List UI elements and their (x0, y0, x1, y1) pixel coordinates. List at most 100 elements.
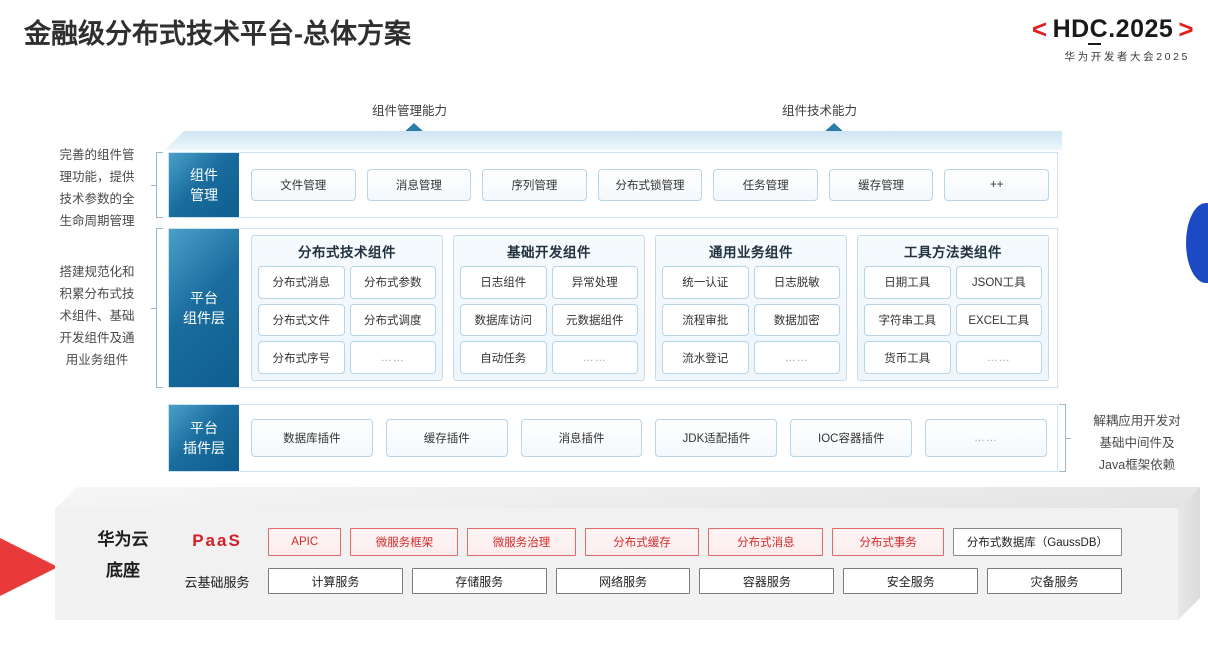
group-utility-methods: 工具方法类组件 日期工具 JSON工具 字符串工具 EXCEL工具 货币工具 …… (857, 235, 1049, 381)
chip-component-management-5[interactable]: 缓存管理 (828, 169, 934, 201)
bracket-left-component-management (151, 152, 163, 218)
chip-group2-4[interactable]: 流水登记 (662, 341, 749, 374)
base-body (55, 508, 1178, 620)
chip-plugin-2[interactable]: 消息插件 (520, 419, 643, 457)
chip-paas-1[interactable]: 微服务框架 (350, 528, 459, 556)
chip-group1-0[interactable]: 日志组件 (460, 266, 547, 299)
chip-component-management-1[interactable]: 消息管理 (366, 169, 472, 201)
chip-group3-4[interactable]: 货币工具 (864, 341, 951, 374)
chip-paas-6[interactable]: 分布式数据库（GaussDB） (952, 528, 1122, 556)
side-note-left-top: 完善的组件管 理功能，提供 技术参数的全 生命周期管理 (36, 145, 158, 233)
group-grid: 日志组件 异常处理 数据库访问 元数据组件 自动任务 …… (460, 266, 638, 374)
base-title-line: 底座 (106, 561, 140, 581)
chip-cloud-1[interactable]: 存储服务 (411, 568, 547, 594)
chip-paas-2[interactable]: 微服务治理 (467, 528, 576, 556)
chip-paas-0[interactable]: APIC (268, 528, 342, 556)
chip-group0-4[interactable]: 分布式序号 (258, 341, 345, 374)
chip-group1-3[interactable]: 元数据组件 (551, 303, 638, 337)
group-title: 分布式技术组件 (298, 245, 396, 260)
side-note-line: 用业务组件 (65, 352, 129, 367)
chip-paas-4[interactable]: 分布式消息 (708, 528, 824, 556)
hdc-logo-subtitle: 华为开发者大会2025 (1064, 51, 1190, 63)
chip-plugin-4[interactable]: IOC容器插件 (790, 419, 913, 457)
chip-group3-1[interactable]: JSON工具 (955, 266, 1042, 299)
cloud-chip-list: 计算服务 存储服务 网络服务 容器服务 安全服务 灾备服务 (268, 568, 1122, 594)
row-label-line: 管理 (190, 187, 218, 203)
chip-component-management-2[interactable]: 序列管理 (482, 169, 587, 201)
chip-group0-5[interactable]: …… (349, 341, 436, 374)
paas-chip-list: APIC 微服务框架 微服务治理 分布式缓存 分布式消息 分布式事务 分布式数据… (268, 528, 1122, 556)
bracket-left-platform-component (151, 228, 163, 388)
base-title-line: 华为云 (97, 530, 149, 549)
chip-group1-2[interactable]: 数据库访问 (460, 303, 547, 337)
chip-paas-5[interactable]: 分布式事务 (832, 528, 944, 556)
group-grid: 统一认证 日志脱敏 流程审批 数据加密 流水登记 …… (662, 266, 840, 374)
side-note-line: Java框架依赖 (1098, 457, 1176, 472)
arrow-label-component-technology: 组件技术能力 (782, 104, 858, 118)
hdc-logo-text: HDC.2025 (1052, 15, 1174, 45)
chip-group3-5[interactable]: …… (955, 341, 1042, 374)
chip-cloud-0[interactable]: 计算服务 (268, 568, 403, 594)
side-note-line: 完善的组件管 (59, 148, 135, 162)
chip-cloud-5[interactable]: 灾备服务 (987, 568, 1122, 594)
chip-plugin-0[interactable]: 数据库插件 (251, 419, 373, 457)
row-label-line: 平台 (190, 289, 218, 306)
chip-group3-2[interactable]: 字符串工具 (864, 303, 951, 337)
chip-component-management-6[interactable]: ++ (944, 169, 1050, 201)
blue-lens-decoration (1186, 203, 1208, 283)
bracket-right-plugin-layer (1059, 404, 1071, 472)
row-component-management: 组件 管理 文件管理 消息管理 序列管理 分布式锁管理 任务管理 缓存管理 ++ (168, 152, 1058, 218)
chip-group3-3[interactable]: EXCEL工具 (955, 303, 1042, 337)
paas-label: PaaS (192, 531, 242, 550)
chip-group2-3[interactable]: 数据加密 (753, 303, 840, 337)
hdc-underline-accent (1087, 43, 1101, 45)
hdc-logo-label: HDC.2025 (1052, 15, 1174, 43)
chip-plugin-1[interactable]: 缓存插件 (385, 419, 508, 457)
chip-group3-0[interactable]: 日期工具 (864, 266, 951, 299)
plugin-chip-list: 数据库插件 缓存插件 消息插件 JDK适配插件 IOC容器插件 …… (251, 405, 1047, 471)
left-angle-bracket-icon: < (1031, 14, 1048, 44)
side-note-line: 积累分布式技 (59, 286, 135, 301)
chip-group0-2[interactable]: 分布式文件 (258, 303, 345, 337)
side-note-line: 搭建规范化和 (59, 265, 135, 279)
chip-component-management-3[interactable]: 分布式锁管理 (597, 169, 703, 201)
row-platform-component-layer: 平台 组件层 分布式技术组件 分布式消息 分布式参数 分布式文件 分布式调度 分… (168, 228, 1058, 388)
chip-group1-5[interactable]: …… (551, 341, 638, 374)
chip-group1-4[interactable]: 自动任务 (460, 341, 547, 374)
group-common-business: 通用业务组件 统一认证 日志脱敏 流程审批 数据加密 流水登记 …… (655, 235, 847, 381)
group-distributed-tech: 分布式技术组件 分布式消息 分布式参数 分布式文件 分布式调度 分布式序号 …… (251, 235, 443, 381)
side-note-line: 理功能，提供 (59, 169, 135, 184)
chip-group2-0[interactable]: 统一认证 (662, 266, 749, 299)
base-title: 华为云 底座 (68, 524, 178, 587)
chip-group2-5[interactable]: …… (753, 341, 840, 374)
chip-group2-1[interactable]: 日志脱敏 (753, 266, 840, 299)
hdc-logo-main: < HDC.2025 > (1032, 14, 1194, 45)
row-label-platform-component-layer: 平台 组件层 (169, 229, 239, 387)
chip-group0-0[interactable]: 分布式消息 (258, 266, 345, 299)
cloud-infrastructure-label: 云基础服务 (184, 575, 250, 590)
chip-cloud-2[interactable]: 网络服务 (555, 568, 691, 594)
chip-group0-1[interactable]: 分布式参数 (349, 266, 436, 299)
chip-plugin-5[interactable]: …… (925, 419, 1047, 457)
side-note-line: 技术参数的全 (59, 191, 135, 206)
side-note-line: 术组件、基础 (59, 308, 135, 323)
chip-component-management-4[interactable]: 任务管理 (713, 169, 818, 201)
side-note-line: 基础中间件及 (1099, 435, 1175, 450)
hdc-logo: < HDC.2025 > 华为开发者大会2025 (1032, 14, 1194, 64)
chip-cloud-3[interactable]: 容器服务 (699, 568, 835, 594)
component-management-chip-list: 文件管理 消息管理 序列管理 分布式锁管理 任务管理 缓存管理 ++ (251, 153, 1050, 217)
arrow-label-component-management: 组件管理能力 (372, 104, 448, 118)
chip-group1-1[interactable]: 异常处理 (551, 266, 638, 299)
chip-plugin-3[interactable]: JDK适配插件 (655, 419, 778, 457)
chip-paas-3[interactable]: 分布式缓存 (584, 528, 700, 556)
panel-perspective-top (164, 131, 1062, 151)
row-label-line: 组件 (190, 166, 218, 183)
chip-cloud-4[interactable]: 安全服务 (843, 568, 979, 594)
chip-component-management-0[interactable]: 文件管理 (251, 169, 356, 201)
group-title: 基础开发组件 (507, 245, 591, 260)
chip-group0-3[interactable]: 分布式调度 (349, 303, 436, 337)
group-title: 通用业务组件 (709, 245, 793, 260)
right-angle-bracket-icon: > (1178, 14, 1194, 44)
chip-group2-2[interactable]: 流程审批 (662, 303, 749, 337)
group-grid: 日期工具 JSON工具 字符串工具 EXCEL工具 货币工具 …… (864, 266, 1042, 374)
